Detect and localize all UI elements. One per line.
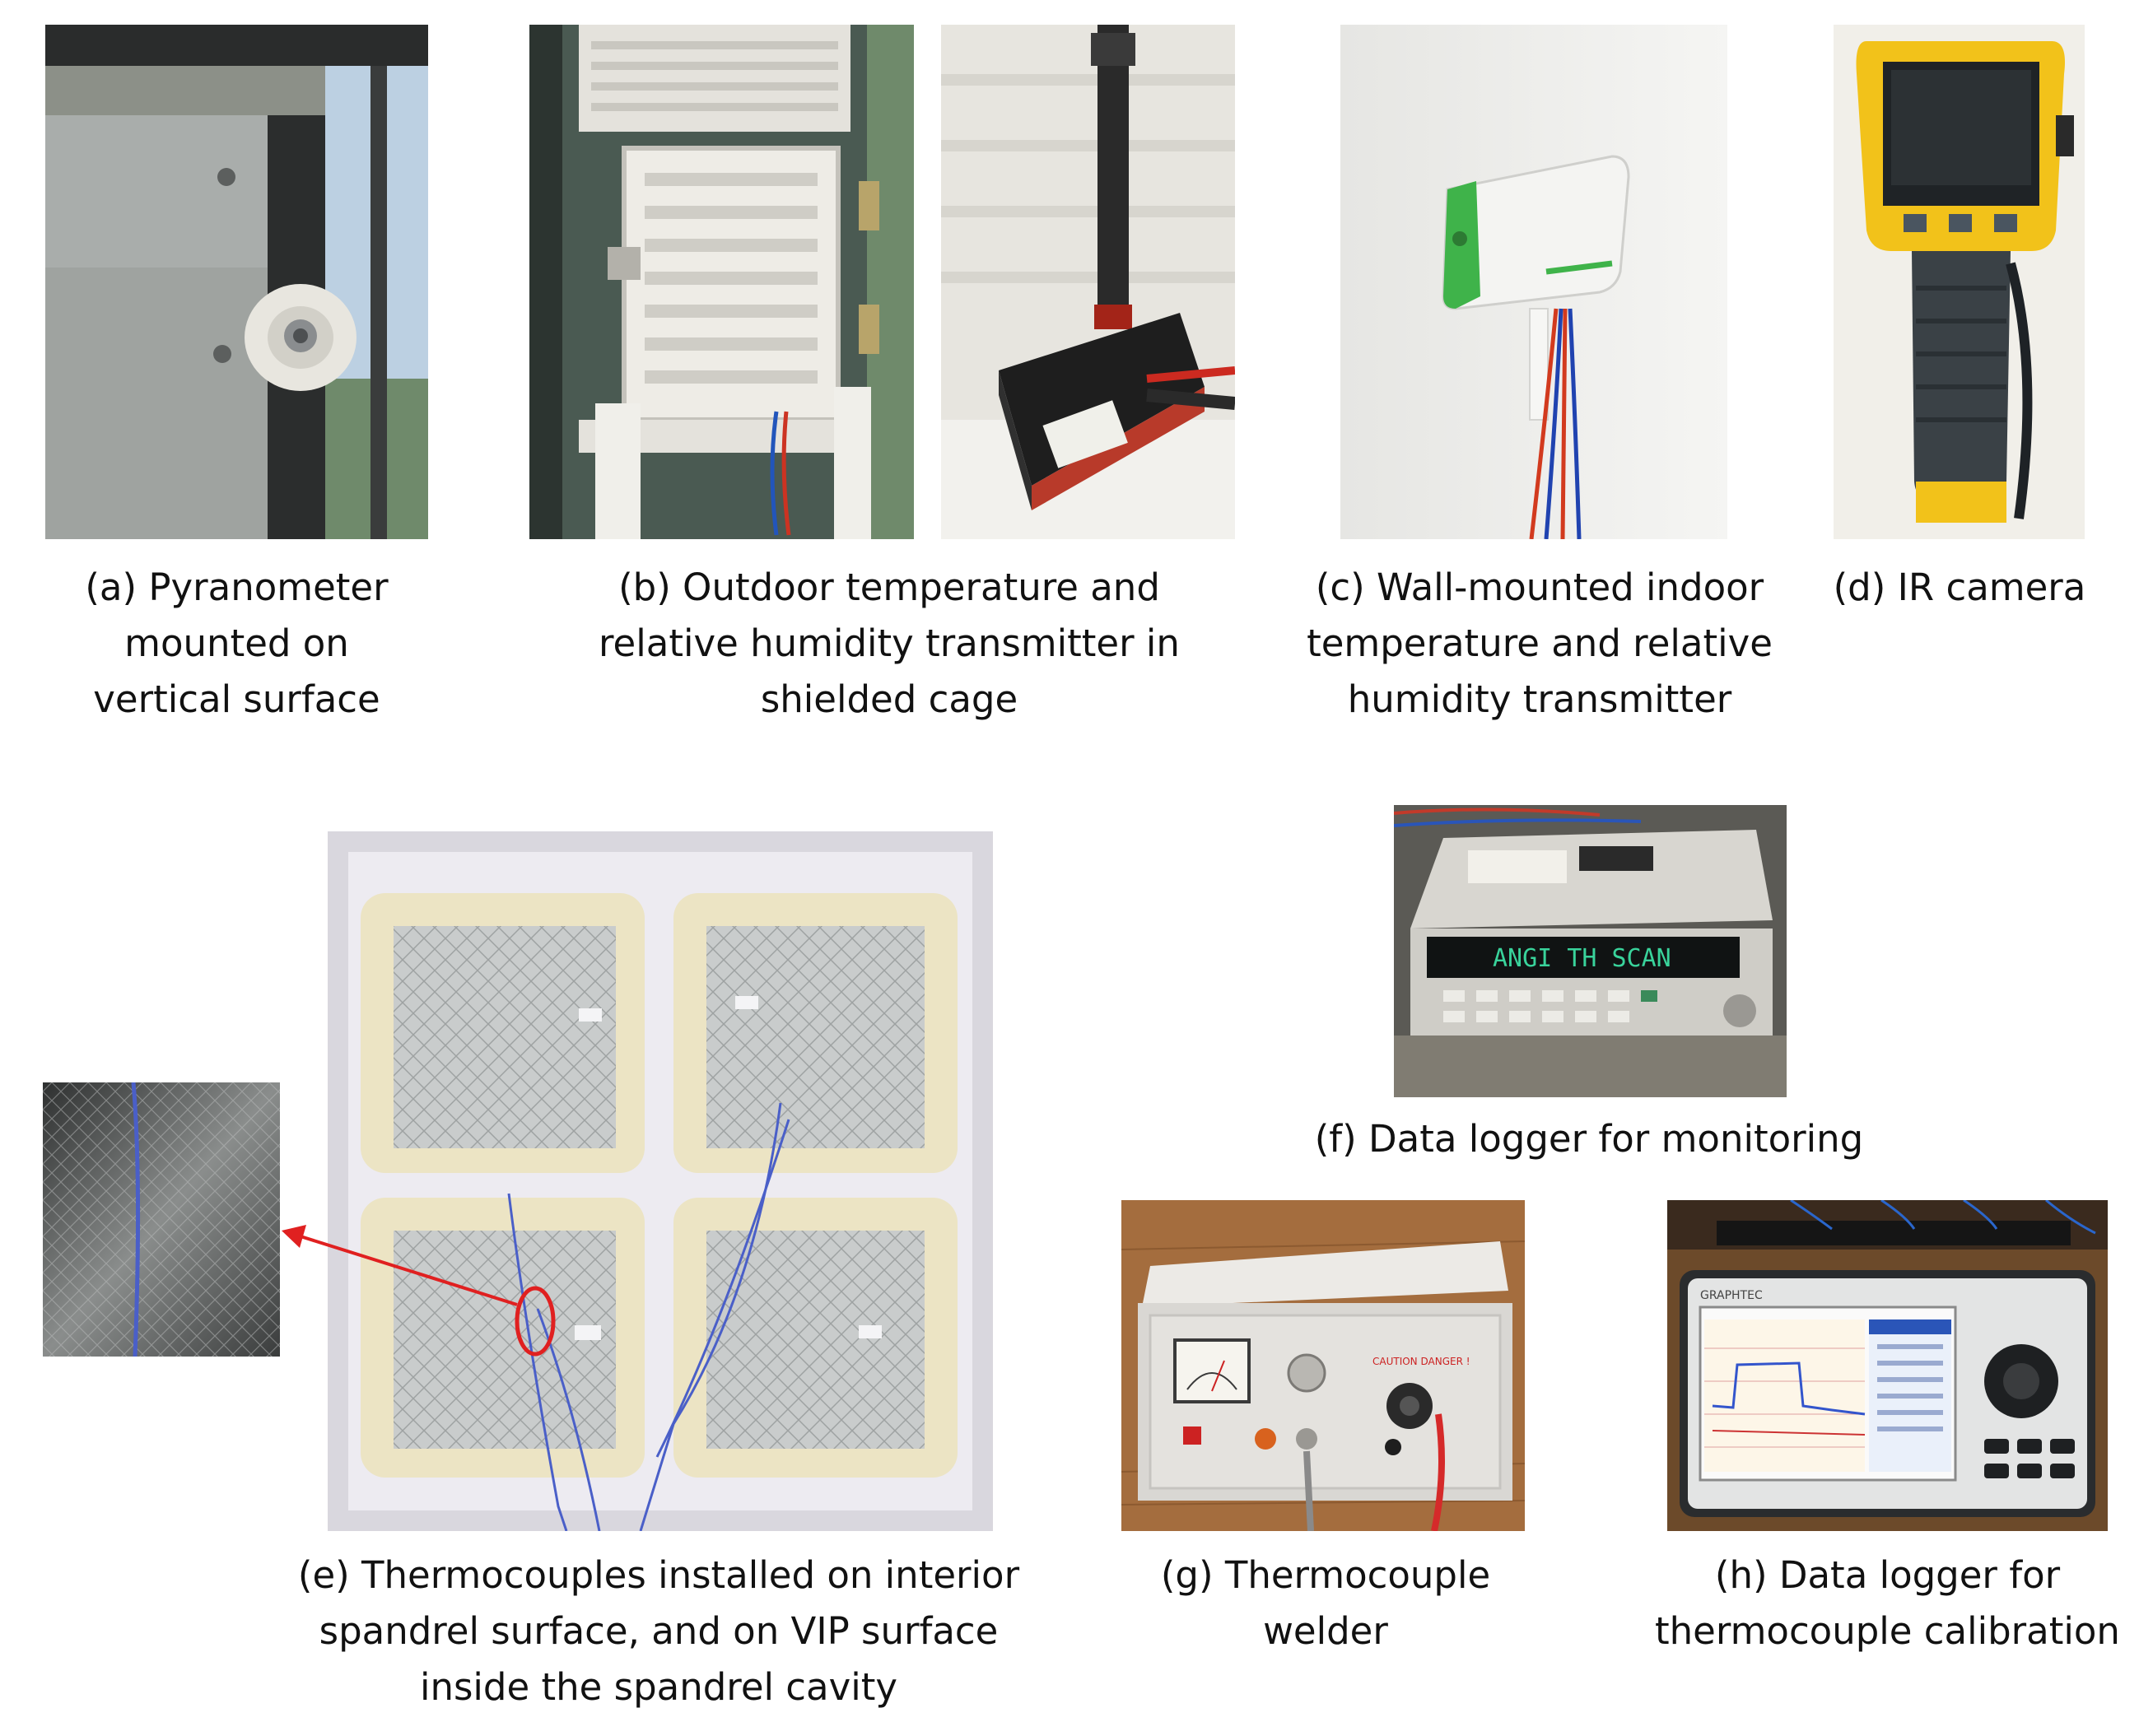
photo-indoor-transmitter xyxy=(1340,25,1727,539)
caption-spandrel-thermocouples: (e) Thermocouples installed on interior … xyxy=(297,1553,1020,1709)
welder-warning-text: CAUTION DANGER ! xyxy=(1372,1356,1470,1367)
photo-thermocouple-welder: CAUTION DANGER ! xyxy=(1121,1200,1525,1531)
logger-display-text: ANGI TH SCAN xyxy=(1493,944,1671,973)
photo-spandrel-thermocouples xyxy=(328,831,993,1531)
logger-brand-text: GRAPHTEC xyxy=(1700,1289,1763,1302)
caption-thermocouple-welder: (g) Thermocouple welder xyxy=(1160,1553,1491,1653)
photo-vip-closeup xyxy=(43,1082,280,1357)
caption-indoor-transmitter: (c) Wall-mounted indoor temperature and … xyxy=(1307,565,1773,721)
caption-monitoring-logger: (f) Data logger for monitoring xyxy=(1314,1117,1864,1161)
photo-outdoor-transmitter xyxy=(941,25,1235,539)
caption-pyranometer: (a) Pyranometer mounted on vertical surf… xyxy=(85,565,389,721)
caption-outdoor-transmitter: (b) Outdoor temperature and relative hum… xyxy=(599,565,1180,721)
photo-calibration-logger: GRAPHTEC xyxy=(1667,1200,2108,1531)
photo-ir-camera xyxy=(1834,25,2085,539)
photo-pyranometer xyxy=(45,25,428,539)
photo-monitoring-logger: ANGI TH SCAN xyxy=(1394,805,1787,1097)
photo-shielded-cage xyxy=(529,25,914,539)
caption-calibration-logger: (h) Data logger for thermocouple calibra… xyxy=(1655,1553,2120,1653)
caption-ir-camera: (d) IR camera xyxy=(1833,565,2086,609)
